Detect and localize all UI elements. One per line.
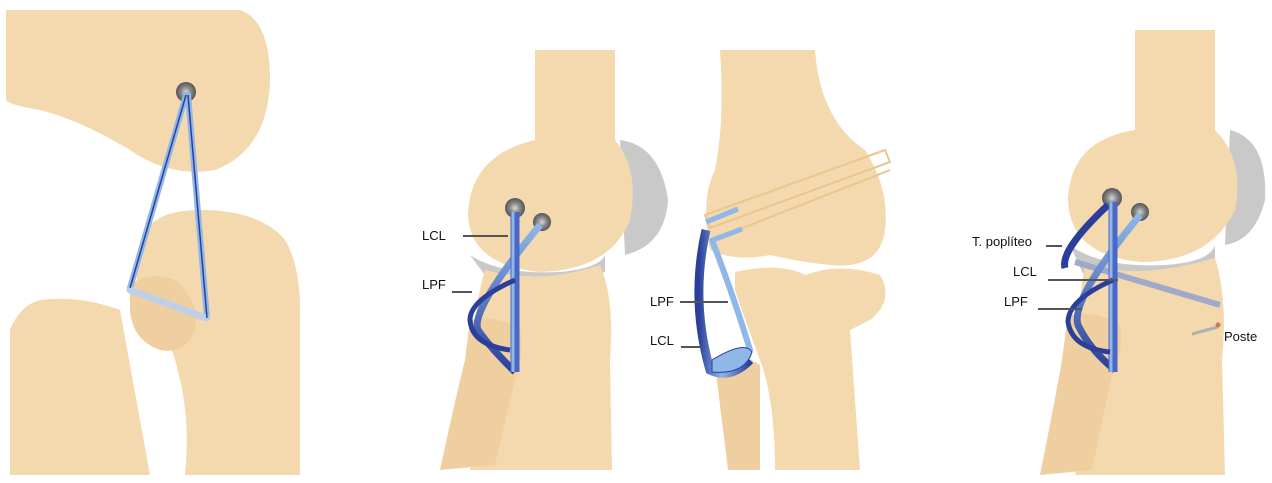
femur: [6, 10, 270, 172]
femur-shaft: [1135, 30, 1215, 140]
femur-condyle: [1068, 130, 1238, 262]
lcl-label: LCL: [1013, 264, 1037, 279]
panel-3: LPF LCL: [650, 50, 890, 470]
femur-condyle: [468, 140, 633, 272]
panel-2: LCL LPF: [422, 50, 668, 470]
lpf-label: LPF: [1004, 294, 1028, 309]
post-label: Poste: [1224, 329, 1257, 344]
lpf-label: LPF: [422, 277, 446, 292]
popliteus-label: T. poplíteo: [972, 234, 1032, 249]
post-tip: [1216, 323, 1221, 328]
lower-leg: [10, 299, 150, 475]
lcl-label: LCL: [422, 228, 446, 243]
lcl-label: LCL: [650, 333, 674, 348]
panel-4: T. poplíteo LCL LPF Poste: [972, 30, 1265, 475]
femur-shaft: [535, 50, 615, 150]
panel-1: [6, 10, 300, 475]
lpf-label: LPF: [650, 294, 674, 309]
